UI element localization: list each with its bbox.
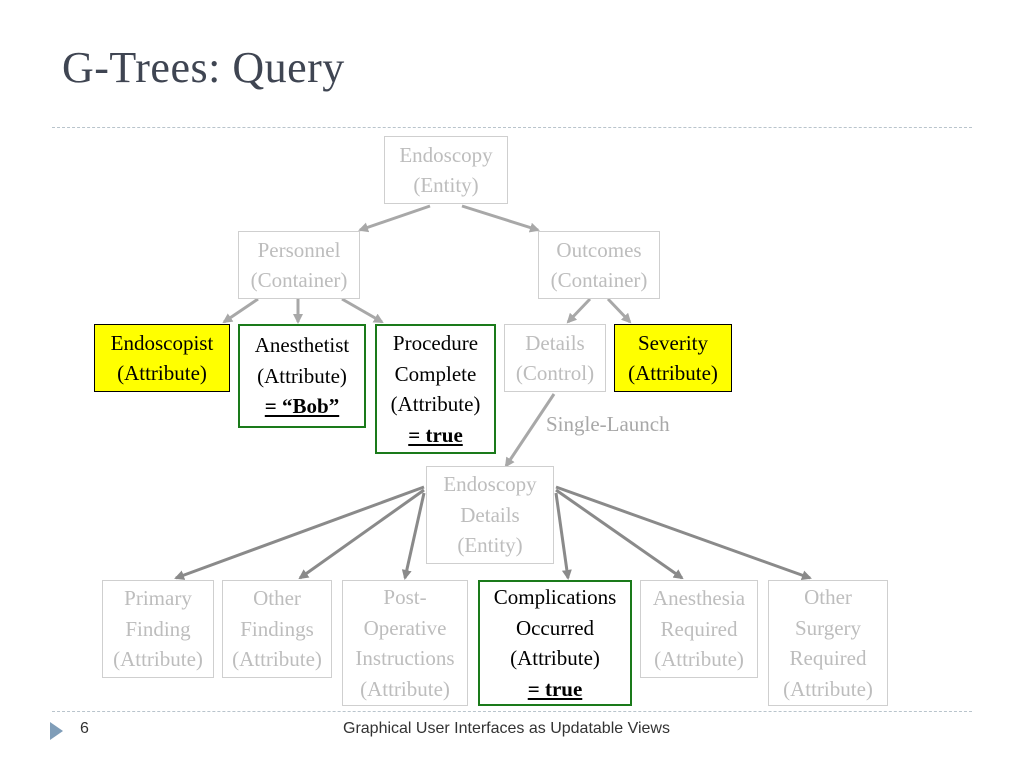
slide-number: 6 xyxy=(80,720,89,737)
top-divider xyxy=(52,127,972,128)
edge-ed-primary xyxy=(174,485,425,580)
node-endoscopy-details-entity: Endoscopy Details (Entity) xyxy=(426,466,554,564)
node-procedure-complete-attribute: Procedure Complete (Attribute) = true xyxy=(375,324,496,454)
node-details-control: Details (Control) xyxy=(504,324,606,392)
node-endoscopy-entity: Endoscopy (Entity) xyxy=(384,136,508,204)
procedure-complete-condition: = true xyxy=(408,422,463,447)
slide-title: G-Trees: Query xyxy=(62,43,345,92)
edge-ed-other-surgery xyxy=(555,485,812,581)
node-anesthetist-attribute: Anesthetist (Attribute) = “Bob” xyxy=(238,324,366,428)
complications-condition: = true xyxy=(527,676,583,701)
edge-outcomes-details xyxy=(566,297,592,324)
node-other-surgery-required-attribute: Other Surgery Required (Attribute) xyxy=(768,580,888,706)
node-personnel-container: Personnel (Container) xyxy=(238,231,360,299)
edge-ed-post-op xyxy=(401,492,426,580)
single-launch-label: Single-Launch xyxy=(546,412,670,436)
node-post-operative-instructions-attribute: Post- Operative Instructions (Attribute) xyxy=(342,580,468,706)
node-outcomes-container: Outcomes (Container) xyxy=(538,231,660,299)
node-severity-attribute: Severity (Attribute) xyxy=(614,324,732,392)
edge-ed-other-findings xyxy=(298,488,425,580)
edge-outcomes-severity xyxy=(606,297,632,324)
edge-ed-complications xyxy=(554,492,572,580)
node-other-findings-attribute: Other Findings (Attribute) xyxy=(222,580,332,678)
edge-ed-anesthesia xyxy=(555,488,684,580)
slide-footer: Graphical User Interfaces as Updatable V… xyxy=(343,720,670,737)
edge-details-endoscopy-details xyxy=(504,393,556,468)
bullet-triangle-icon xyxy=(50,722,63,740)
edge-endoscopy-personnel xyxy=(358,204,431,233)
node-complications-occurred-attribute: Complications Occurred (Attribute) = tru… xyxy=(478,580,632,706)
edge-personnel-endoscopist xyxy=(222,297,259,324)
edge-endoscopy-outcomes xyxy=(461,204,540,233)
node-endoscopist-attribute: Endoscopist (Attribute) xyxy=(94,324,230,392)
bottom-divider xyxy=(52,711,972,712)
node-primary-finding-attribute: Primary Finding (Attribute) xyxy=(102,580,214,678)
anesthetist-condition: = “Bob” xyxy=(264,394,340,419)
node-anesthesia-required-attribute: Anesthesia Required (Attribute) xyxy=(640,580,758,678)
edge-personnel-procedure xyxy=(341,297,384,324)
